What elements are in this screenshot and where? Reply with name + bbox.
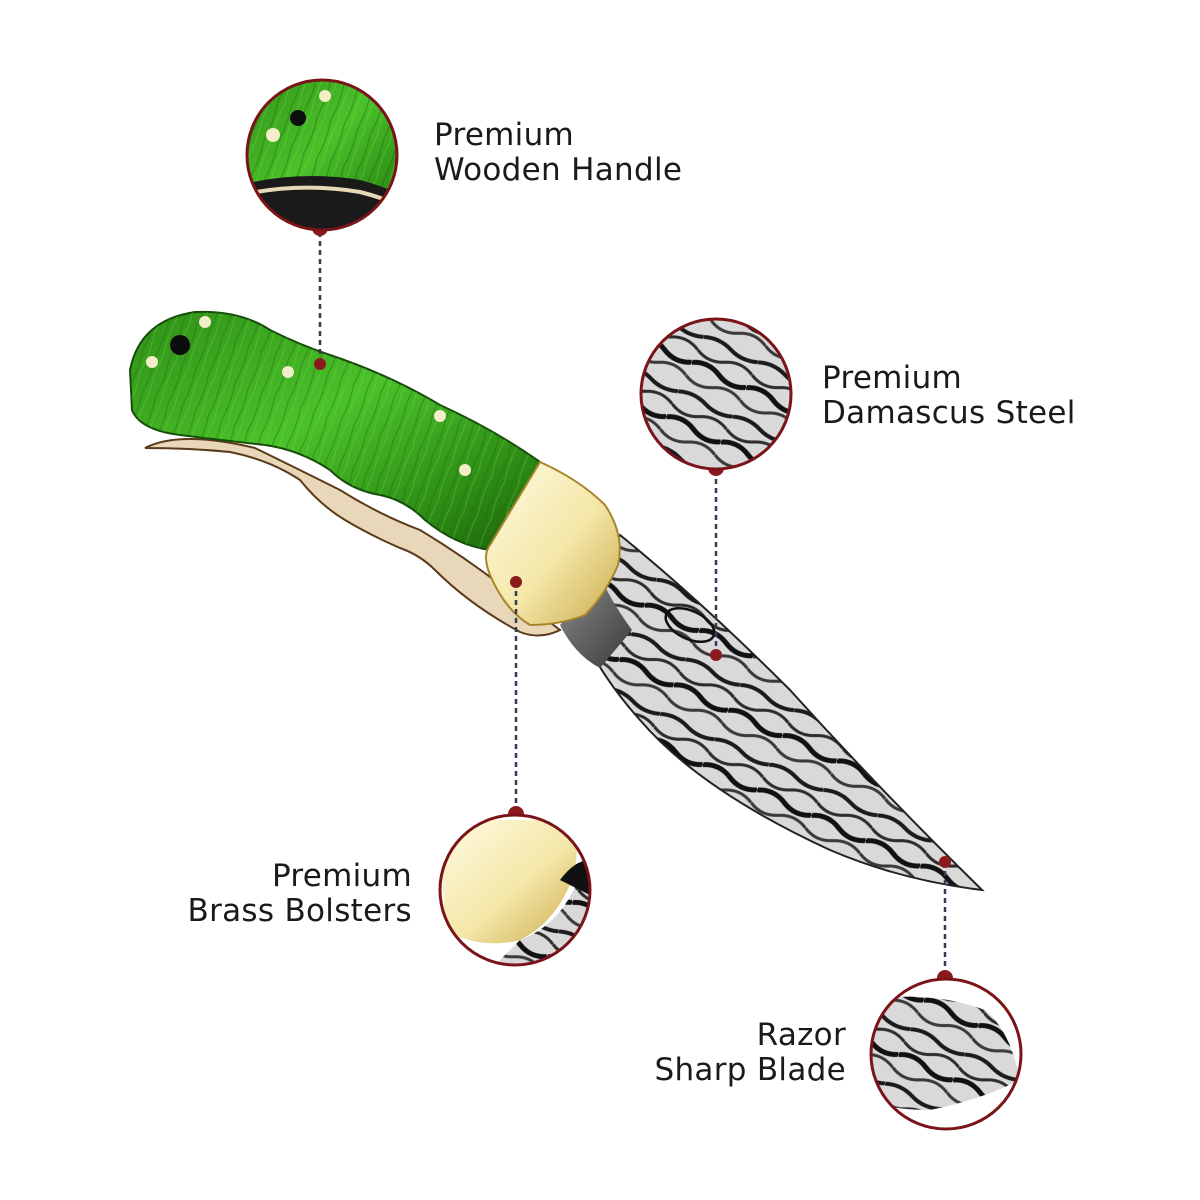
- handle-pin: [146, 356, 158, 368]
- leader-lines: [318, 232, 947, 976]
- handle-pin: [434, 410, 446, 422]
- callout-line: Premium: [434, 117, 575, 153]
- handle-liner: [144, 438, 562, 637]
- callout-line: Wooden Handle: [434, 152, 683, 188]
- zoom-circle-steel: [639, 317, 793, 471]
- callout-line: Razor: [756, 1017, 846, 1053]
- zoom-circle-handle: [245, 78, 399, 232]
- handle-pin: [282, 366, 294, 378]
- zoom-circle-blade: [869, 977, 1023, 1131]
- callout-wooden-handle: Premium Wooden Handle: [434, 118, 682, 188]
- lanyard-hole: [170, 335, 190, 355]
- folding-knife: [128, 310, 985, 892]
- maker-mark: [664, 606, 716, 644]
- handle-pin: [199, 316, 211, 328]
- zoom-circle-brass: [438, 813, 592, 967]
- callout-damascus-steel: Premium Damascus Steel: [822, 361, 1076, 431]
- handle-pin: [459, 464, 471, 476]
- callout-sharp-blade: Razor Sharp Blade: [600, 1018, 846, 1088]
- callout-line: Brass Bolsters: [187, 893, 412, 929]
- damascus-blade: [570, 533, 985, 892]
- blade-ricasso: [560, 575, 632, 668]
- callout-line: Premium: [822, 360, 963, 396]
- callout-brass-bolsters: Premium Brass Bolsters: [150, 859, 412, 929]
- callout-line: Sharp Blade: [654, 1052, 846, 1088]
- callout-line: Premium: [271, 858, 412, 894]
- callout-line: Damascus Steel: [822, 395, 1076, 431]
